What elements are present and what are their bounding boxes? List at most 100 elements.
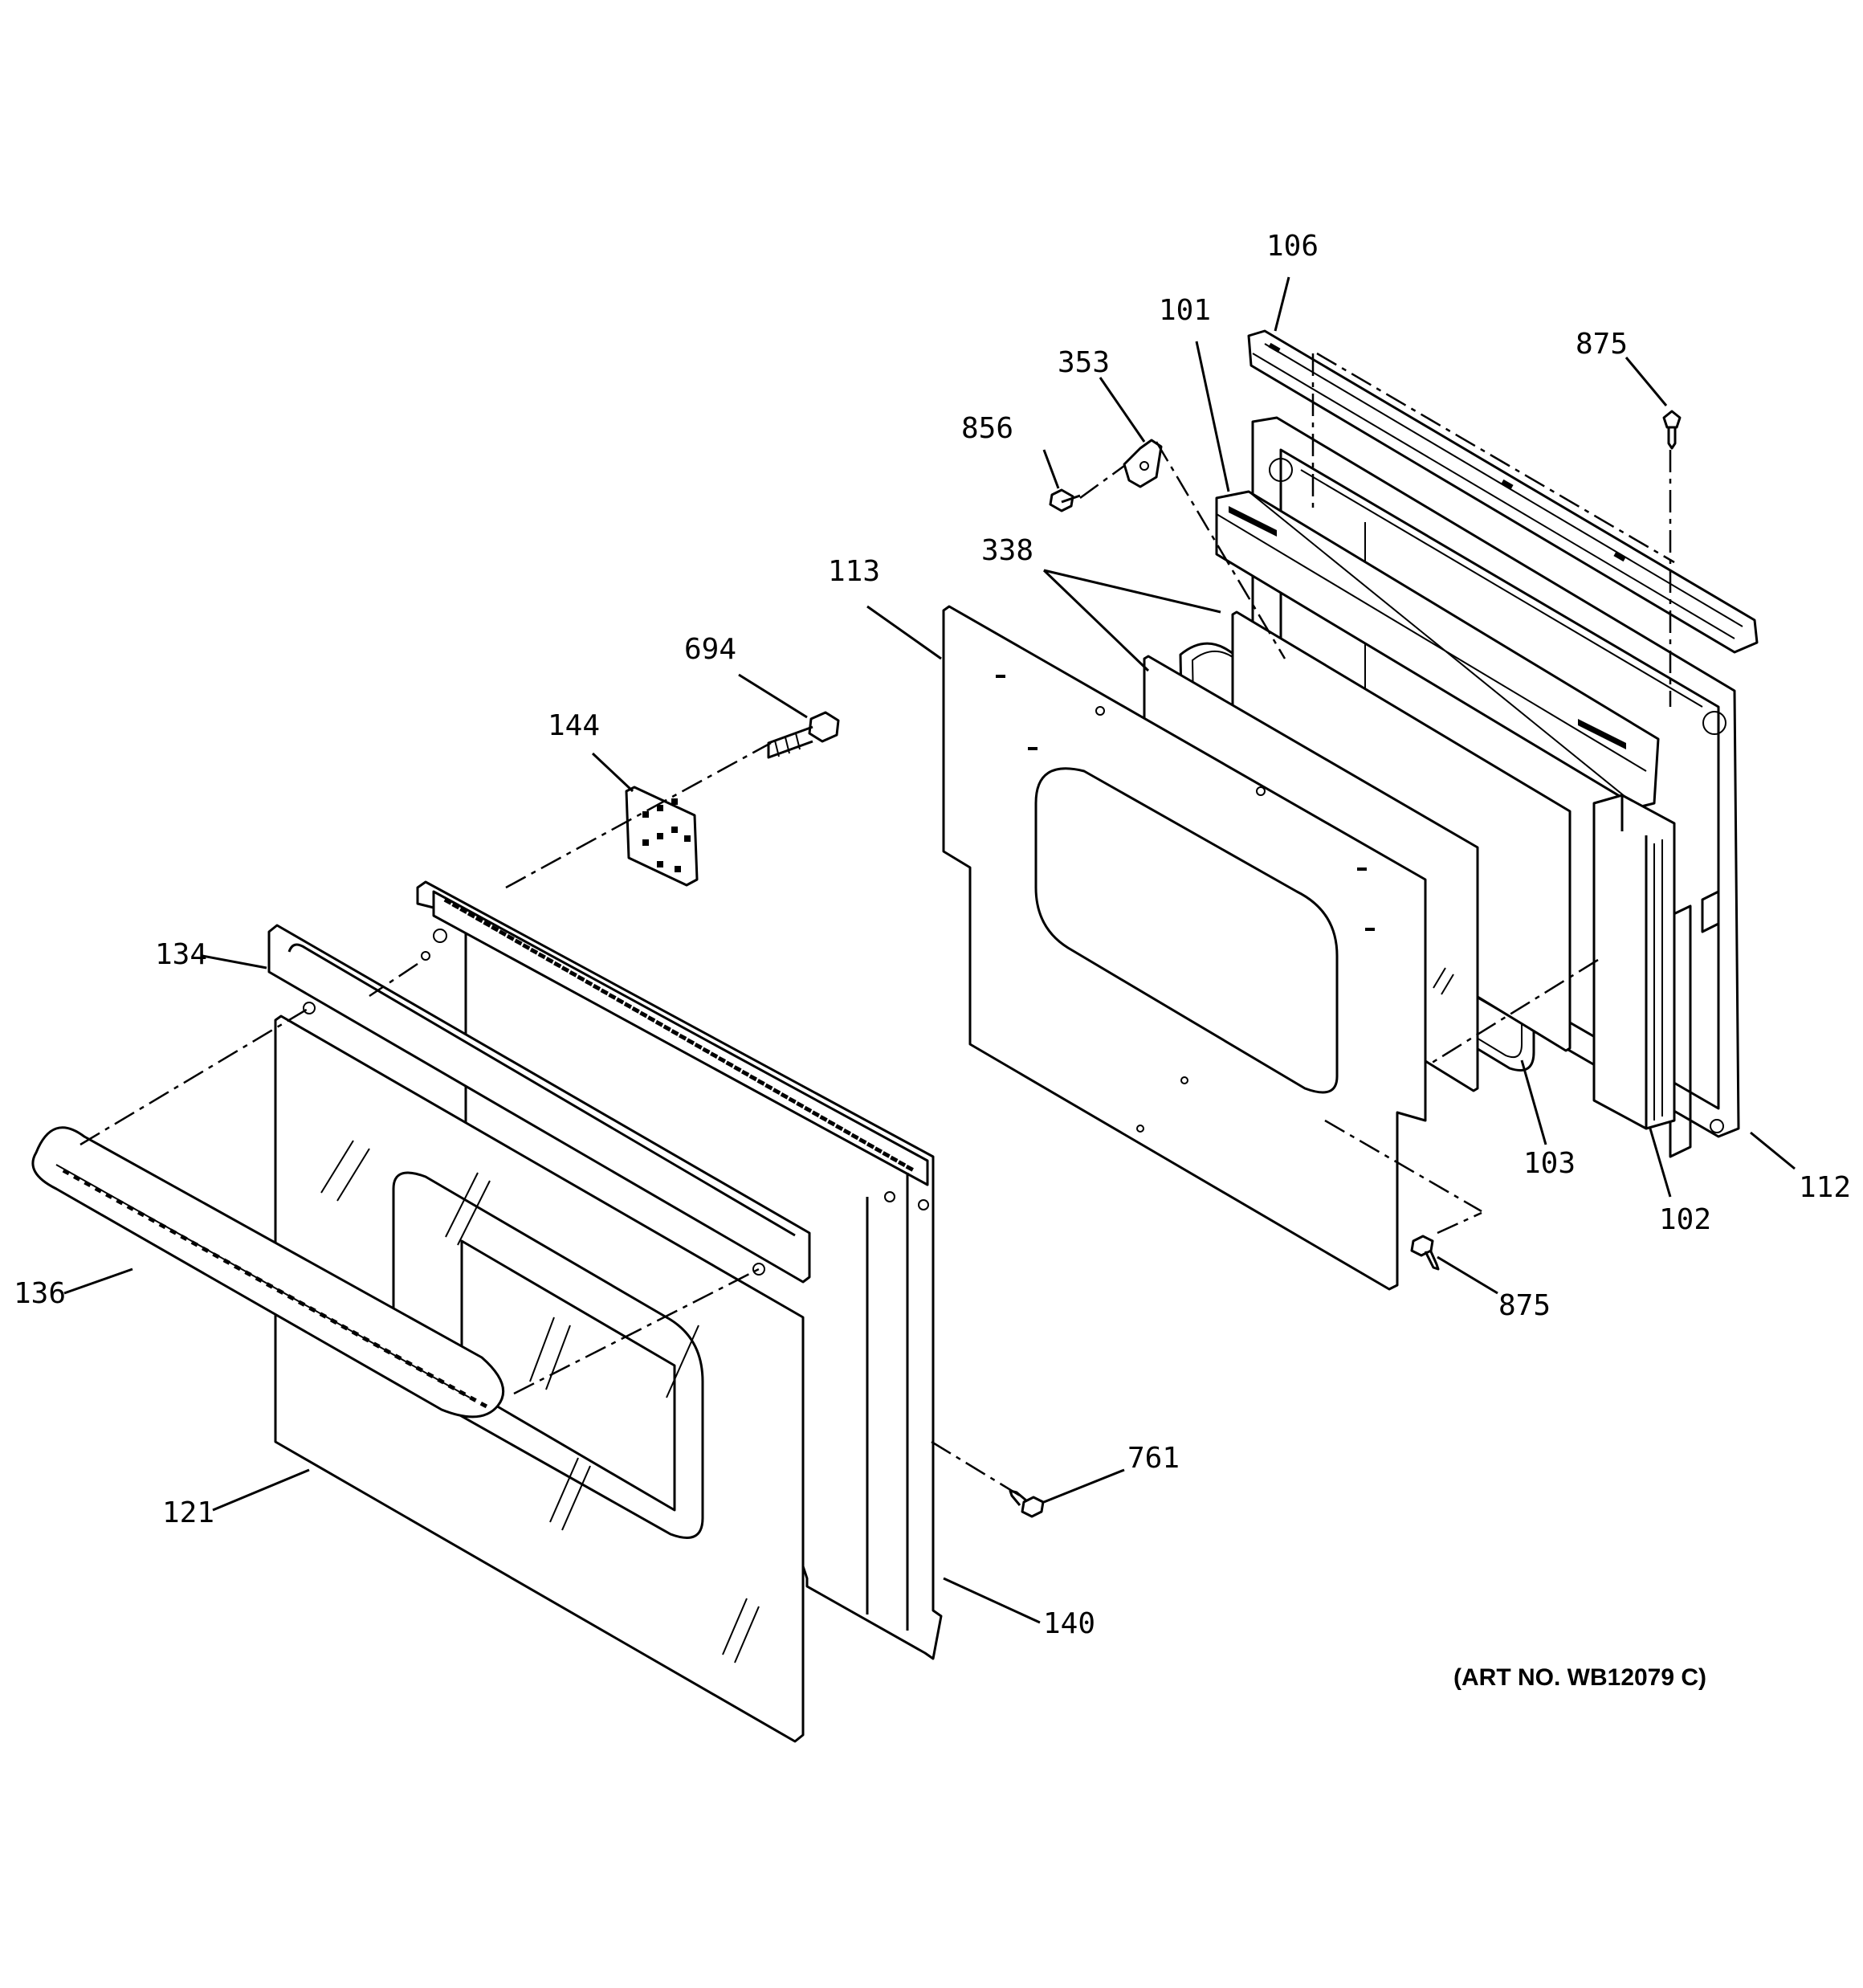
part-694-bolt <box>767 711 840 759</box>
vent-slot <box>255 1276 263 1284</box>
plate-hole <box>657 861 663 867</box>
part-113-inner-liner <box>942 605 1427 1291</box>
vent-slot <box>679 1033 687 1041</box>
vent-slot <box>905 1165 914 1172</box>
vent-slot <box>405 1359 413 1367</box>
vent-slot <box>662 1024 671 1032</box>
part-761-screw <box>1009 1489 1045 1518</box>
vent-slot <box>62 1169 71 1176</box>
callout-694: 694 <box>684 633 736 666</box>
vent-slot <box>351 1329 360 1337</box>
vent-slot <box>479 1402 488 1409</box>
vent-slot <box>126 1204 135 1211</box>
vent-slot <box>373 1341 381 1349</box>
plate-hole <box>671 827 678 833</box>
vent-slot <box>639 1010 648 1018</box>
part-134-top-trim <box>267 924 811 1284</box>
vent-slot <box>169 1228 177 1235</box>
vent-slot <box>94 1186 103 1194</box>
vent-slot <box>329 1317 338 1325</box>
plate-hole <box>684 835 691 842</box>
vent-slot <box>483 921 491 928</box>
vent-slot <box>545 957 554 964</box>
vent-slot <box>733 1065 742 1072</box>
vent-slot <box>623 1002 633 1010</box>
vent-slot <box>756 1079 765 1086</box>
vent-slot <box>308 1306 316 1313</box>
callout-761: 761 <box>1127 1442 1180 1475</box>
callout-140: 140 <box>1043 1607 1095 1640</box>
vent-slot <box>654 1019 664 1027</box>
vent-slot <box>506 934 515 941</box>
callout-113: 113 <box>828 555 880 588</box>
vent-slot <box>443 898 452 905</box>
vent-slot <box>842 1128 851 1136</box>
vent-slot <box>287 1294 296 1301</box>
vent-slot <box>585 979 593 986</box>
vent-slot <box>72 1174 81 1182</box>
vent-slot <box>537 952 546 960</box>
vent-slot <box>866 1141 875 1149</box>
vent-slot <box>772 1088 781 1095</box>
callout-353: 353 <box>1058 346 1110 379</box>
vent-slot <box>137 1210 145 1218</box>
vent-slot <box>201 1246 210 1253</box>
vent-slot <box>383 1348 392 1355</box>
vent-slot <box>694 1043 703 1050</box>
vent-slot <box>297 1300 306 1307</box>
callout-875-lower: 875 <box>1498 1289 1551 1322</box>
vent-slot <box>811 1110 820 1118</box>
vent-slot <box>671 1029 679 1036</box>
vent-slot <box>415 1365 424 1373</box>
vent-slot <box>890 1155 899 1163</box>
vent-slot <box>850 1133 859 1141</box>
vent-slot <box>514 938 523 946</box>
vent-slot <box>437 1378 445 1385</box>
vent-slot <box>616 997 625 1005</box>
vent-slot <box>874 1146 883 1154</box>
vent-slot <box>447 1383 456 1390</box>
vent-slot <box>340 1324 349 1331</box>
vent-slot <box>686 1038 695 1046</box>
plate-hole <box>657 805 663 811</box>
vent-slot <box>788 1096 797 1104</box>
vent-slot <box>577 974 585 982</box>
vent-slot <box>897 1160 907 1168</box>
part-106-top-channel <box>1247 329 1759 654</box>
callout-144: 144 <box>548 709 600 742</box>
vent-slot <box>529 947 539 955</box>
vent-slot <box>276 1288 284 1295</box>
vent-slot <box>104 1192 113 1199</box>
vent-slot <box>819 1115 828 1122</box>
vent-slot <box>244 1270 252 1277</box>
part-875-lower-screw <box>1410 1235 1440 1271</box>
plate-hole <box>675 866 681 872</box>
vent-slot <box>569 970 577 978</box>
vent-slot <box>740 1069 750 1077</box>
vent-slot <box>608 993 617 1000</box>
callout-103: 103 <box>1523 1147 1576 1180</box>
vent-slot <box>717 1055 727 1063</box>
vent-slot <box>491 925 499 933</box>
vent-slot <box>702 1047 711 1055</box>
vent-slot <box>725 1060 734 1068</box>
callout-101: 101 <box>1159 294 1211 327</box>
vent-slot <box>319 1312 328 1319</box>
vent-slot <box>834 1124 844 1131</box>
vent-slot <box>426 1371 434 1378</box>
vent-slot <box>467 911 476 919</box>
callout-102: 102 <box>1659 1203 1711 1236</box>
part-102-side-insulation <box>1592 794 1676 1130</box>
vent-slot <box>764 1083 773 1091</box>
vent-slot <box>710 1051 719 1059</box>
vent-slot <box>796 1101 805 1108</box>
callout-875-top: 875 <box>1576 328 1628 361</box>
vent-slot <box>222 1258 231 1265</box>
vent-slot <box>233 1263 242 1272</box>
callout-856: 856 <box>961 412 1013 445</box>
vent-slot <box>459 907 468 914</box>
vent-slot <box>647 1015 656 1023</box>
vent-slot <box>561 965 570 974</box>
callout-121: 121 <box>162 1496 214 1529</box>
vent-slot <box>265 1282 274 1289</box>
